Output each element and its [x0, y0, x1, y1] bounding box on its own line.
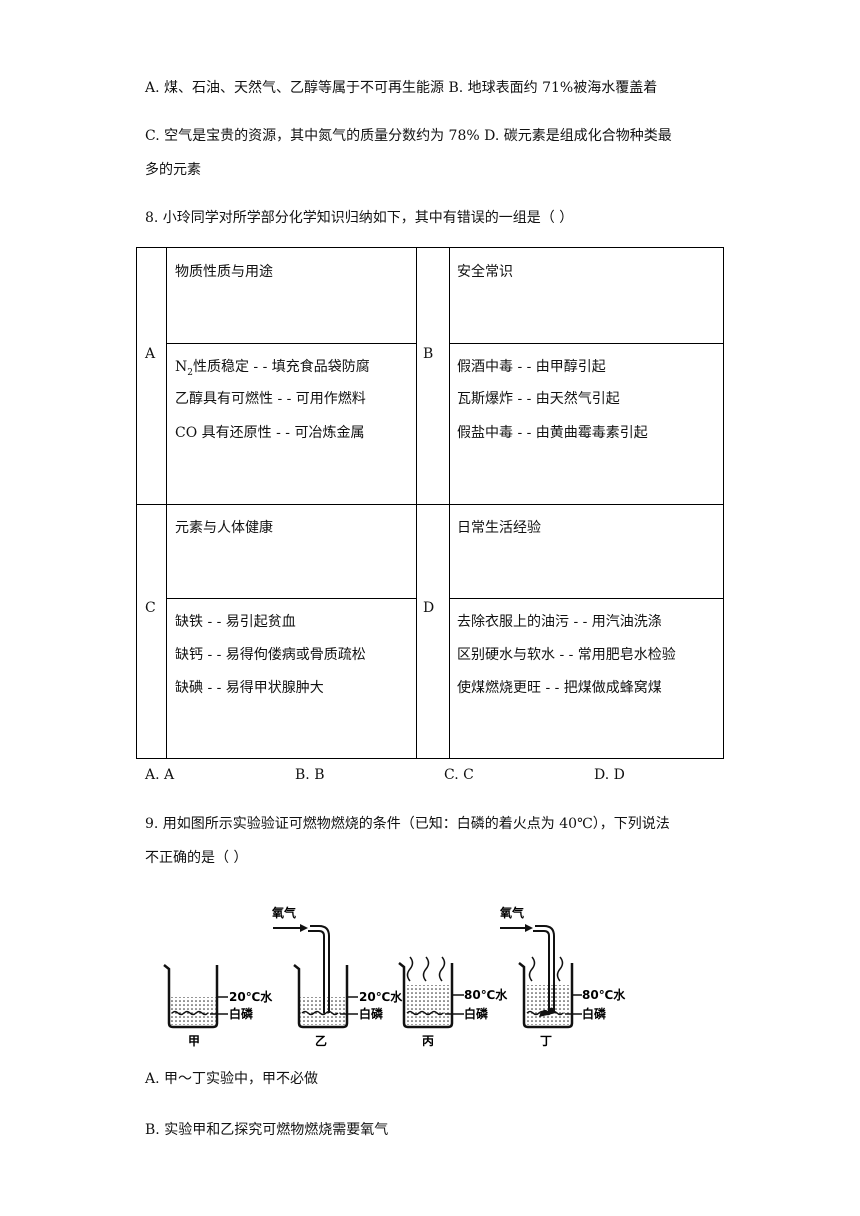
q8-option-b[interactable]: B. B — [295, 767, 325, 783]
q8-knowledge-table: A 物质性质与用途 N2性质稳定 - - 填充食品袋防腐 乙醇具有可燃性 - -… — [136, 247, 724, 759]
combustion-experiment-figure: 20℃水 白磷 甲 氧气 20℃水 白磷 乙 80℃水 白磷 丙 — [163, 905, 626, 1048]
cell-c-item-1: 缺铁 - - 易引起贫血 — [175, 614, 296, 630]
cell-c-item-3: 缺碘 - - 易得甲状腺肿大 — [175, 680, 324, 696]
cell-a-item-2: 乙醇具有可燃性 - - 可用作燃料 — [175, 391, 366, 407]
row-c-label: C — [145, 600, 156, 616]
label-phosphorus-yi: 白磷 — [359, 1006, 384, 1021]
cell-c-title: 元素与人体健康 — [175, 520, 273, 536]
q9-option-a[interactable]: A. 甲～丁实验中，甲不必做 — [145, 1071, 319, 1087]
q8-stem: 8. 小玲同学对所学部分化学知识归纳如下，其中有错误的一组是（ ） — [145, 210, 574, 226]
q9-stem-line-2: 不正确的是（ ） — [145, 850, 248, 866]
cell-a-item-3: CO 具有还原性 - - 可冶炼金属 — [175, 425, 365, 441]
beaker-jia — [163, 964, 228, 1029]
label-phosphorus-bing: 白磷 — [464, 1006, 489, 1021]
beaker-yi — [273, 924, 358, 1029]
label-water-20-yi: 20℃水 — [359, 989, 403, 1004]
label-bing: 丙 — [422, 1034, 434, 1048]
label-ding: 丁 — [540, 1034, 552, 1048]
cell-b-item-1: 假酒中毒 - - 由甲醇引起 — [457, 359, 606, 375]
cell-a-item-1: N2性质稳定 - - 填充食品袋防腐 — [175, 359, 370, 378]
label-water-80-bing: 80℃水 — [464, 987, 508, 1002]
label-oxygen-yi: 氧气 — [271, 905, 296, 920]
q8-option-c[interactable]: C. C — [444, 767, 474, 783]
row-b-label: B — [423, 346, 434, 362]
cell-b-item-3: 假盐中毒 - - 由黄曲霉毒素引起 — [457, 425, 648, 441]
cell-d-item-3: 使煤燃烧更旺 - - 把煤做成蜂窝煤 — [457, 680, 662, 696]
beaker-bing — [398, 956, 464, 1029]
label-phosphorus-jia: 白磷 — [229, 1006, 254, 1021]
label-water-80-ding: 80℃水 — [582, 987, 626, 1002]
q7-option-c-d: C. 空气是宝贵的资源，其中氮气的质量分数约为 78% D. 碳元素是组成化合物… — [145, 128, 672, 144]
q9-option-b[interactable]: B. 实验甲和乙探究可燃物燃烧需要氧气 — [145, 1122, 389, 1138]
beaker-ding — [500, 924, 582, 1029]
cell-b-title: 安全常识 — [457, 264, 513, 280]
q7-option-a-b: A. 煤、石油、天然气、乙醇等属于不可再生能源 B. 地球表面约 71%被海水覆… — [145, 80, 658, 96]
cell-d-title: 日常生活经验 — [457, 520, 541, 536]
q9-stem-line-1: 9. 用如图所示实验验证可燃物燃烧的条件（已知：白磷的着火点为 40℃），下列说… — [145, 816, 670, 832]
row-d-label: D — [423, 600, 435, 616]
q8-option-a[interactable]: A. A — [145, 767, 175, 783]
label-phosphorus-ding: 白磷 — [582, 1006, 607, 1021]
label-water-20-jia: 20℃水 — [229, 989, 273, 1004]
cell-c-item-2: 缺钙 - - 易得佝偻病或骨质疏松 — [175, 647, 366, 663]
cell-b-item-2: 瓦斯爆炸 - - 由天然气引起 — [457, 391, 620, 407]
cell-d-item-1: 去除衣服上的油污 - - 用汽油洗涤 — [457, 614, 662, 630]
q8-option-d[interactable]: D. D — [594, 767, 625, 783]
cell-d-item-2: 区别硬水与软水 - - 常用肥皂水检验 — [457, 647, 676, 663]
label-jia: 甲 — [188, 1034, 200, 1048]
row-a-label: A — [145, 346, 156, 362]
q7-option-d-continued: 多的元素 — [145, 162, 201, 178]
label-yi: 乙 — [315, 1034, 327, 1048]
label-oxygen-ding: 氧气 — [499, 905, 524, 920]
cell-a-title: 物质性质与用途 — [175, 264, 273, 280]
